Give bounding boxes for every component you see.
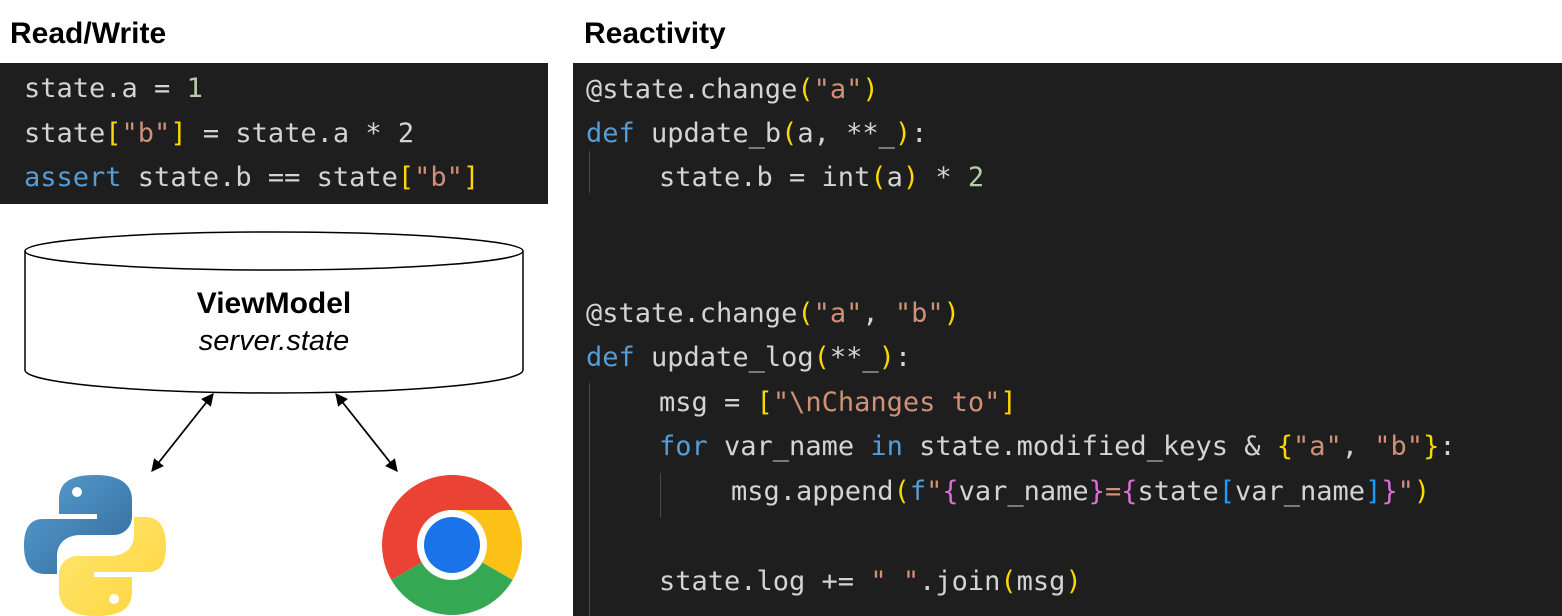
chrome-logo-icon (382, 475, 522, 615)
read-write-title: Read/Write (10, 17, 167, 50)
chrome-state-arrow (335, 393, 398, 472)
read-write-code-panel: state.a = 1 state["b"] = state.a * 2 ass… (0, 63, 548, 204)
viewmodel-diagram (24, 231, 524, 616)
indent-guide (589, 151, 590, 193)
reactivity-title: Reactivity (584, 17, 726, 50)
indent-guide (589, 383, 590, 616)
code-line: def update_b(a, **_): (586, 118, 928, 149)
code-line: msg.append(f"{var_name}={state[var_name]… (731, 476, 1431, 507)
python-logo-icon (24, 475, 166, 616)
code-line: state.log += " ".join(msg) (659, 566, 1082, 597)
code-line: assert state.b == state["b"] (24, 162, 480, 193)
python-state-arrow (151, 393, 214, 472)
code-line: @state.change("a") (586, 74, 879, 105)
viewmodel-cylinder (24, 231, 524, 394)
viewmodel-subtitle: server.state (198, 325, 350, 357)
code-line: state["b"] = state.a * 2 (24, 118, 415, 149)
reactivity-code-panel: @state.change("a") def update_b(a, **_):… (573, 63, 1562, 616)
code-line: state.a = 1 (24, 73, 203, 104)
code-line: state.b = int(a) * 2 (659, 162, 985, 193)
code-line: @state.change("a", "b") (586, 298, 960, 329)
code-line: msg = ["\nChanges to"] (659, 387, 1017, 418)
code-line: for var_name in state.modified_keys & {"… (659, 431, 1456, 462)
viewmodel-title: ViewModel (196, 287, 352, 320)
indent-guide (660, 473, 661, 517)
code-line: def update_log(**_): (586, 342, 912, 373)
